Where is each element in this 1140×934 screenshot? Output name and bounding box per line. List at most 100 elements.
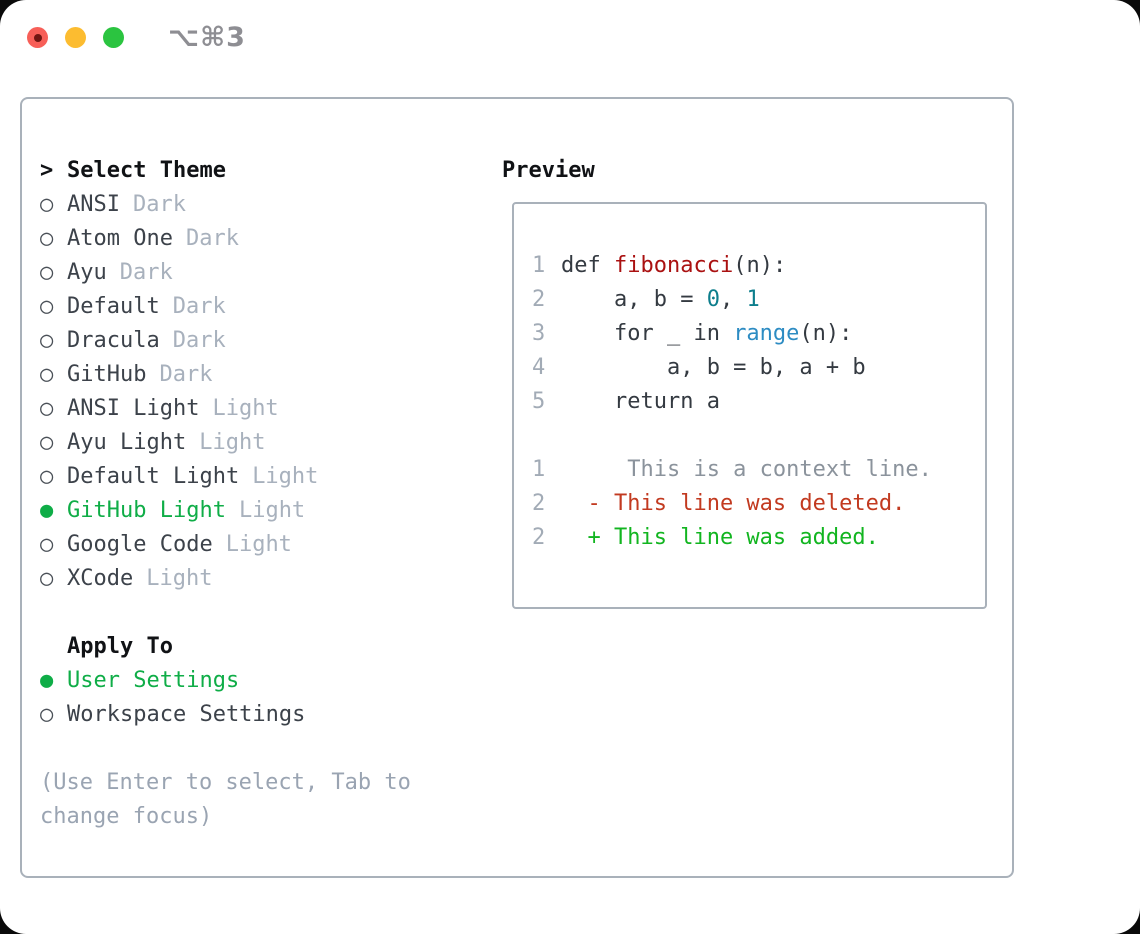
theme-list-item[interactable]: ○ Default Dark [40, 290, 502, 324]
theme-variant-tag: Dark [132, 192, 186, 217]
code-content: a, b = b, a + b [561, 355, 866, 380]
theme-name: XCode [67, 566, 134, 591]
apply-option-name: User Settings [67, 668, 240, 693]
radio-circle-icon: ○ [40, 430, 54, 455]
preview-code-line: 2 + This line was added. [532, 521, 985, 555]
theme-name: Default [67, 294, 160, 319]
theme-list-item[interactable]: ○ GitHub Dark [40, 358, 502, 392]
line-number: 1 [532, 253, 546, 278]
apply-to-title: Apply To [67, 634, 173, 659]
theme-variant-tag: Light [238, 498, 306, 523]
theme-variant-tag: Light [199, 430, 266, 455]
theme-variant-tag: Dark [159, 362, 213, 387]
theme-list-item[interactable]: ○ Ayu Light Light [40, 426, 502, 460]
line-number: 3 [532, 321, 546, 346]
radio-circle-icon: ○ [40, 260, 54, 285]
theme-variant-tag: Dark [172, 294, 226, 319]
window-title: ⌥⌘3 [168, 22, 246, 53]
line-number: 2 [532, 287, 546, 312]
preview-title: Preview [502, 158, 595, 183]
theme-name: Ayu Light [67, 430, 187, 455]
theme-variant-tag: Dark [185, 226, 239, 251]
line-number: 5 [532, 389, 546, 414]
radio-circle-icon: ○ [40, 328, 54, 353]
theme-name: Google Code [67, 532, 213, 557]
keyboard-hint: (Use Enter to select, Tab to change focu… [40, 766, 502, 834]
preview-column: Preview 1 def fibonacci(n): 2 a, b = 0, 1… [502, 154, 1012, 609]
code-content: a, b = 0, 1 [561, 287, 760, 312]
prompt-caret-icon: > [40, 158, 54, 183]
preview-code-line: 2 - This line was deleted. [532, 487, 985, 521]
theme-list-item[interactable]: ○ ANSI Light Light [40, 392, 502, 426]
radio-circle-icon: ○ [40, 192, 54, 217]
theme-name: GitHub Light [67, 498, 226, 523]
theme-variant-tag: Light [225, 532, 292, 557]
close-button[interactable] [27, 27, 48, 48]
apply-to-option[interactable]: ○ Workspace Settings [40, 698, 502, 732]
theme-variant-tag: Light [146, 566, 213, 591]
radio-circle-icon: ○ [40, 226, 54, 251]
hint-line-1: (Use Enter to select, Tab to [40, 770, 411, 795]
select-theme-header: > Select Theme [40, 154, 502, 188]
theme-list-item[interactable]: ○ Google Code Light [40, 528, 502, 562]
preview-panel: 1 def fibonacci(n): 2 a, b = 0, 1 3 for _… [512, 202, 987, 609]
radio-circle-icon: ○ [40, 464, 54, 489]
code-content: This is a context line. [561, 457, 932, 482]
theme-list-item[interactable]: ○ Atom One Dark [40, 222, 502, 256]
radio-circle-icon: ○ [40, 396, 54, 421]
theme-list-item[interactable]: ○ Default Light Light [40, 460, 502, 494]
preview-code-line [532, 419, 985, 453]
theme-list-item[interactable]: ○ Ayu Dark [40, 256, 502, 290]
theme-list-item[interactable]: ○ ANSI Dark [40, 188, 502, 222]
theme-variant-tag: Light [212, 396, 279, 421]
theme-name: Dracula [67, 328, 160, 353]
minimize-button[interactable] [65, 27, 86, 48]
apply-option-name: Workspace Settings [67, 702, 306, 727]
theme-name: Default Light [67, 464, 240, 489]
code-content: for _ in range(n): [561, 321, 853, 346]
code-content: def fibonacci(n): [561, 253, 787, 278]
code-content: - This line was deleted. [561, 491, 906, 516]
radio-circle-icon: ○ [40, 532, 54, 557]
theme-name: GitHub [67, 362, 147, 387]
radio-circle-icon: ○ [40, 294, 54, 319]
zoom-button[interactable] [103, 27, 124, 48]
theme-variant-tag: Dark [172, 328, 226, 353]
preview-code-line: 2 a, b = 0, 1 [532, 283, 985, 317]
line-number: 1 [532, 457, 546, 482]
apply-to-option[interactable]: ● User Settings [40, 664, 502, 698]
radio-circle-icon: ○ [40, 566, 54, 591]
apply-to-header: Apply To [40, 630, 502, 664]
preview-code-line: 4 a, b = b, a + b [532, 351, 985, 385]
theme-list-item[interactable]: ● GitHub Light Light [40, 494, 502, 528]
line-number: 2 [532, 491, 546, 516]
titlebar: ⌥⌘3 [0, 0, 1140, 97]
preview-code-line: 5 return a [532, 385, 985, 419]
radio-circle-icon: ○ [40, 702, 54, 727]
preview-code-line: 1 This is a context line. [532, 453, 985, 487]
theme-name: Ayu [67, 260, 107, 285]
radio-circle-icon: ● [40, 498, 54, 523]
select-theme-title: Select Theme [67, 158, 226, 183]
theme-name: ANSI Light [67, 396, 200, 421]
hint-line-2: change focus) [40, 804, 213, 829]
radio-circle-icon: ○ [40, 362, 54, 387]
theme-list-item[interactable]: ○ XCode Light [40, 562, 502, 596]
code-content: + This line was added. [561, 525, 879, 550]
preview-code-line: 1 def fibonacci(n): [532, 249, 985, 283]
theme-name: ANSI [67, 192, 120, 217]
traffic-lights [27, 27, 124, 48]
line-number: 4 [532, 355, 546, 380]
theme-name: Atom One [67, 226, 173, 251]
radio-circle-icon: ● [40, 668, 54, 693]
theme-variant-tag: Dark [119, 260, 173, 285]
code-content: return a [561, 389, 720, 414]
theme-variant-tag: Light [252, 464, 319, 489]
preview-code-line: 3 for _ in range(n): [532, 317, 985, 351]
theme-list-item[interactable]: ○ Dracula Dark [40, 324, 502, 358]
line-number: 2 [532, 525, 546, 550]
